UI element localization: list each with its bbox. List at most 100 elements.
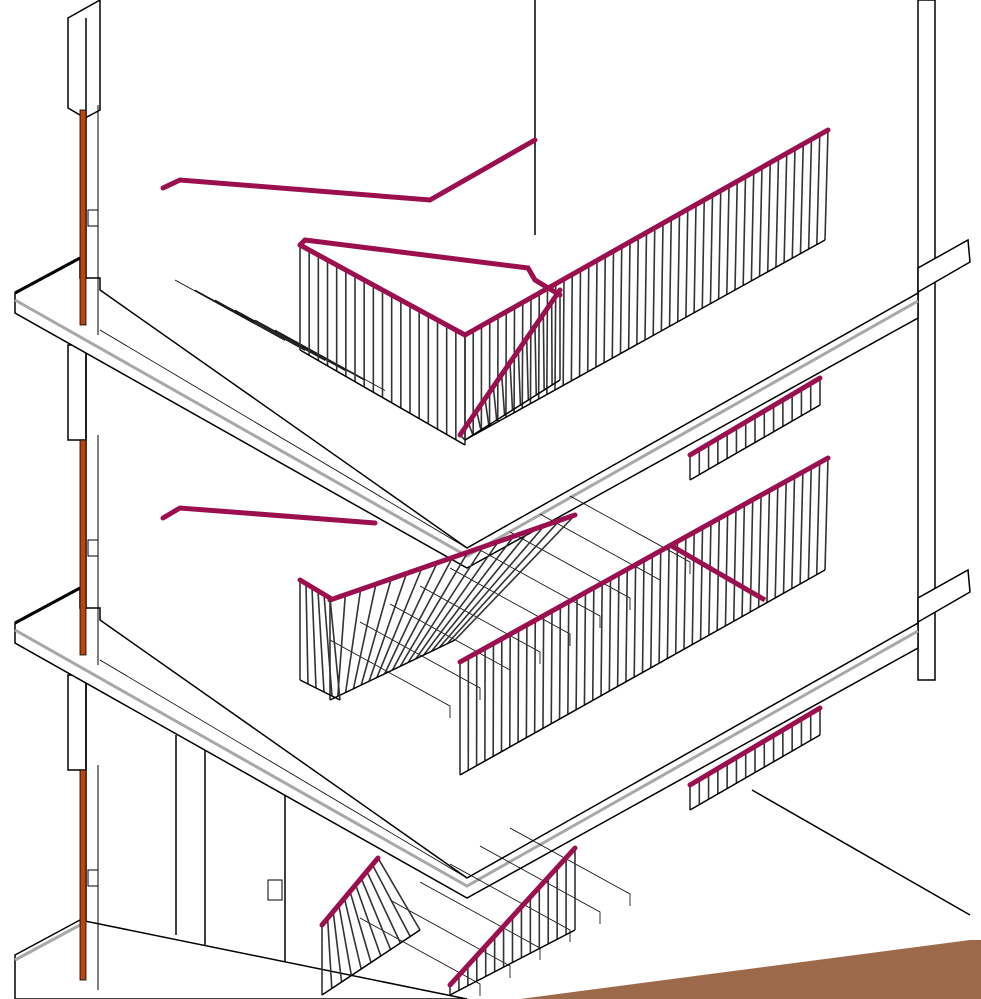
middle-right-railing-baluster: [757, 495, 762, 608]
floor-slab-1: [14, 238, 971, 569]
middle-right-railing-baluster: [600, 583, 603, 696]
middle-right-railing-baluster: [699, 527, 704, 640]
lower-left-railing-baluster: [338, 904, 353, 976]
middle-right-railing-baluster: [550, 610, 553, 724]
back-upper-railing-bottom-rail: [689, 404, 821, 481]
upper-inner-railing-baluster: [534, 326, 538, 396]
middle-right-railing-baluster: [782, 481, 787, 594]
middle-inner-railing-baluster: [391, 557, 454, 671]
upper-inner-railing-baluster: [517, 350, 522, 406]
middle-inner-railing-baluster: [446, 519, 561, 645]
upper-right-railing-baluster: [693, 204, 697, 313]
wall-handrail-middle: [160, 505, 378, 526]
upper-right-railing-baluster: [676, 213, 681, 322]
floor-slabs: [14, 238, 971, 999]
ground-slab-edge: [14, 923, 81, 962]
upper-inner-railing-baluster: [500, 374, 506, 416]
lower-inner-railing-handrail: [447, 845, 578, 988]
middle-right-railing-baluster: [799, 471, 804, 584]
upper-right-railing-baluster: [775, 157, 780, 268]
landing-handrail: [297, 237, 563, 298]
upper-right-railing-baluster: [636, 237, 640, 345]
upper-right-railing-baluster: [660, 223, 664, 331]
middle-inner-railing-baluster: [430, 530, 530, 652]
lower-left-railing-baluster: [354, 884, 382, 957]
middle-right-railing-baluster: [641, 559, 645, 673]
middle-inner-railing-baluster: [360, 578, 393, 686]
lower-left-railing-baluster: [332, 911, 343, 983]
middle-right-railing-baluster: [774, 485, 779, 598]
upper-right-railing-baluster: [701, 199, 706, 309]
middle-left-railing-baluster: [323, 594, 333, 697]
upper-inner-railing-bottom-rail: [464, 379, 561, 441]
middle-right-railing-baluster: [658, 550, 662, 664]
upper-right-railing-baluster: [783, 153, 788, 263]
upper-right-railing-baluster: [709, 195, 714, 304]
door-frame-1: [79, 109, 87, 326]
lower-left-railing-baluster: [371, 864, 411, 937]
middle-right-railing-baluster: [824, 457, 829, 571]
middle-inner-railing-baluster: [376, 567, 423, 678]
upper-right-railing-handrail: [462, 127, 831, 338]
upper-right-railing-baluster: [562, 279, 565, 386]
upper-right-railing-baluster: [668, 218, 673, 327]
upper-right-railing-baluster: [799, 143, 805, 254]
lower-left-railing-baluster: [366, 871, 402, 944]
upper-right-railing-baluster: [554, 283, 557, 391]
middle-right-railing-baluster: [591, 587, 595, 701]
upper-right-railing-baluster: [726, 185, 730, 295]
middle-right-railing-baluster: [791, 476, 796, 589]
middle-left-railing-baluster: [317, 590, 325, 693]
middle-right-railing-baluster: [525, 624, 528, 738]
lower-left-railing-baluster: [349, 891, 372, 963]
middle-inner-railing-baluster: [415, 541, 500, 660]
upper-left-railing-bottom-rail: [299, 349, 466, 446]
middle-right-railing-baluster: [741, 504, 746, 617]
middle-inner-railing-baluster: [383, 562, 438, 675]
upper-flight-tread: [174, 279, 286, 341]
middle-inner-railing-baluster: [407, 546, 484, 663]
slab-back-edge-1: [14, 256, 81, 295]
upper-flight-tread: [214, 299, 326, 361]
upper-right-railing-baluster: [619, 246, 623, 354]
middle-left-railing-baluster: [311, 587, 317, 689]
upper-right-railing-baluster: [529, 297, 532, 404]
middle-right-railing-baluster: [766, 490, 771, 603]
middle-right-railing-baluster: [583, 592, 587, 706]
cross-handrail: [668, 542, 767, 603]
lower-left-railing-baluster: [343, 898, 362, 970]
upper-right-railing-baluster: [816, 134, 821, 245]
middle-inner-railing-handrail: [327, 512, 578, 603]
walls: [67, 0, 971, 990]
upper-right-railing-baluster: [717, 190, 722, 300]
upper-right-railing-baluster: [766, 162, 772, 272]
upper-inner-railing-baluster: [542, 314, 545, 391]
upper-flight-tread: [194, 289, 306, 351]
upper-flight-tread: [254, 319, 366, 381]
upper-right-railing-baluster: [570, 274, 574, 381]
ground-right: [520, 940, 981, 999]
middle-right-railing-baluster: [575, 597, 578, 710]
lower-flight-tread: [479, 845, 601, 924]
door-handle-icon: [87, 869, 99, 887]
upper-right-railing-baluster: [595, 260, 598, 368]
upper-flight-tread: [274, 329, 386, 391]
middle-right-railing-baluster: [558, 606, 562, 720]
lower-flight-tread: [509, 827, 631, 906]
upper-right-railing-bottom-rail: [464, 239, 826, 441]
upper-right-railing-baluster: [627, 241, 631, 350]
middle-right-railing-baluster: [616, 573, 620, 687]
middle-right-railing-baluster: [633, 564, 637, 678]
middle-right-railing-baluster: [724, 513, 729, 626]
floor-slab-2: [14, 568, 971, 899]
middle-inner-railing-baluster: [423, 535, 515, 656]
lower-left-railing-bottom-rail: [321, 929, 421, 996]
middle-right-railing-baluster: [807, 467, 813, 580]
middle-flight-tread: [449, 567, 571, 646]
middle-flight-tread: [329, 639, 451, 718]
back-upper-railing-handrail: [687, 375, 823, 458]
right-column: [917, 0, 936, 681]
lower-flight-tread: [389, 899, 511, 978]
middle-flight-tread: [569, 495, 691, 574]
